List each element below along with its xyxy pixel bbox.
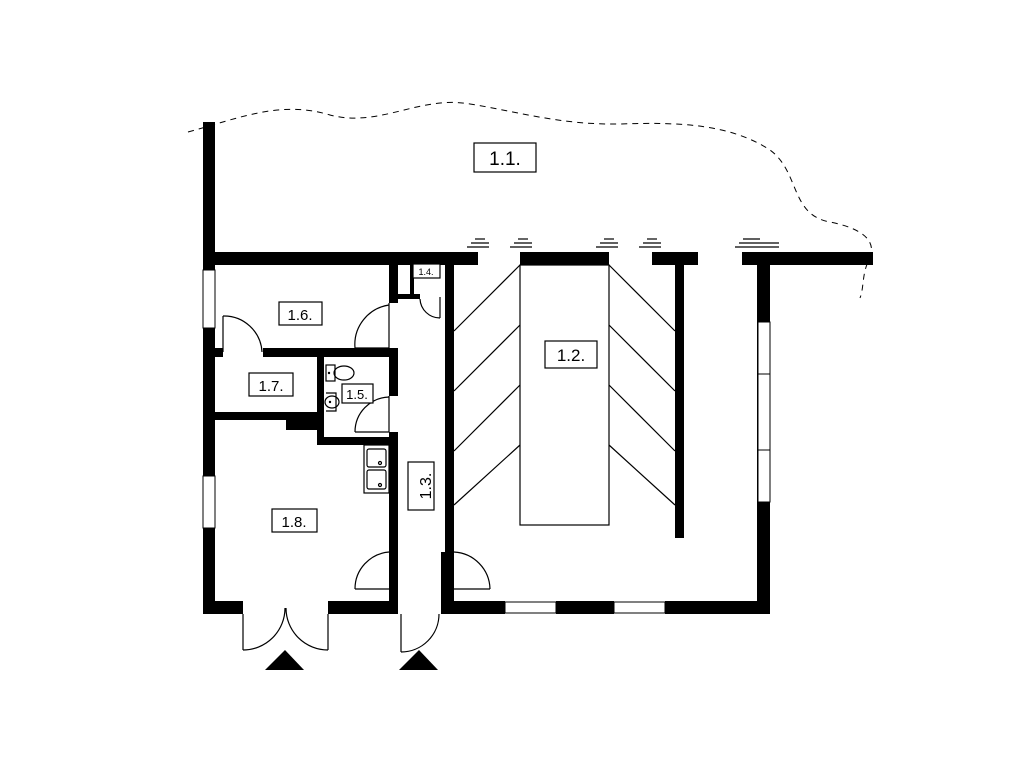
wall-corridor-left-lower — [389, 432, 398, 552]
wall-bottom-5 — [665, 601, 770, 614]
vent-1 — [467, 238, 489, 248]
parking-lines-left — [453, 264, 521, 506]
room-label-1-4: 1.4. — [412, 263, 441, 279]
wall-16-17-left — [215, 348, 223, 357]
wall-top-mid — [520, 252, 609, 265]
wall-17-block — [286, 412, 319, 430]
fixtures — [324, 364, 390, 494]
window-left-2 — [202, 475, 216, 529]
svg-text:1.8.: 1.8. — [281, 514, 306, 531]
room-label-1-3: 1.3. — [407, 461, 435, 511]
wall-corridor-left-upper — [389, 265, 398, 303]
svg-text:1.3.: 1.3. — [418, 473, 435, 500]
entrance-arrows — [265, 650, 438, 670]
wall-17-18 — [215, 412, 319, 420]
door-entrance-18 — [242, 607, 329, 651]
window-right-1 — [757, 321, 771, 375]
window-right-3 — [757, 373, 771, 451]
wall-bottom-2 — [328, 601, 398, 614]
vent-2 — [510, 238, 532, 248]
door-16-corridor — [354, 303, 390, 350]
wall-15-left — [317, 357, 324, 445]
door-14 — [419, 297, 441, 319]
entrance-arrow-icon-2 — [399, 650, 438, 670]
wall-top-mid2 — [652, 252, 698, 265]
central-table — [519, 264, 610, 526]
wall-15-bottom — [317, 437, 389, 445]
room-label-1-7: 1.7. — [248, 372, 294, 397]
interior-walls — [215, 265, 684, 614]
wall-bottom-4 — [556, 601, 614, 614]
windows — [202, 269, 771, 614]
parking-lines-right — [608, 264, 676, 506]
wall-top-right — [742, 252, 873, 265]
double-sink-icon — [363, 444, 390, 494]
doors — [222, 297, 491, 653]
toilet-icon — [325, 364, 355, 382]
wall-bottom-3 — [441, 601, 505, 614]
wall-16-17 — [263, 348, 398, 357]
wall-closet-bottom — [398, 294, 420, 299]
svg-text:1.6.: 1.6. — [287, 307, 312, 324]
window-bottom-2 — [613, 601, 666, 614]
room-label-1-8: 1.8. — [271, 508, 318, 533]
svg-text:1.7.: 1.7. — [258, 378, 283, 395]
top-wall-vents — [467, 238, 779, 248]
svg-text:1.2.: 1.2. — [557, 346, 585, 365]
entrance-arrow-icon-1 — [265, 650, 304, 670]
window-right-2 — [757, 449, 771, 503]
svg-text:1.4.: 1.4. — [418, 267, 433, 277]
window-bottom-1 — [504, 601, 557, 614]
wall-closet-side — [410, 265, 414, 299]
outdoor-boundary-dashed — [187, 102, 872, 299]
room-label-1-6: 1.6. — [278, 301, 323, 326]
window-left-1 — [202, 269, 216, 329]
wall-top-left — [203, 252, 478, 265]
door-15 — [354, 396, 390, 433]
room-label-1-2: 1.2. — [544, 340, 598, 369]
wall-entry-right — [441, 552, 454, 614]
wall-outdoor-left — [203, 122, 215, 267]
room-label-1-1: 1.1. — [473, 142, 537, 173]
vent-5 — [735, 238, 779, 248]
wall-entry-left — [389, 552, 398, 614]
room-label-1-5: 1.5. — [341, 383, 374, 404]
vent-3 — [596, 238, 618, 248]
door-entrance-corridor — [400, 613, 440, 653]
sink-icon — [324, 392, 340, 412]
svg-text:1.1.: 1.1. — [489, 149, 521, 170]
door-16-17 — [222, 315, 263, 353]
wall-corridor-right — [445, 265, 454, 552]
wall-hall-divider — [675, 265, 684, 538]
svg-text:1.5.: 1.5. — [346, 387, 368, 402]
wall-bottom-1 — [203, 601, 243, 614]
vent-4 — [639, 238, 661, 248]
wall-corridor-left-mid — [389, 350, 398, 396]
door-corridor-bottom — [354, 551, 491, 590]
